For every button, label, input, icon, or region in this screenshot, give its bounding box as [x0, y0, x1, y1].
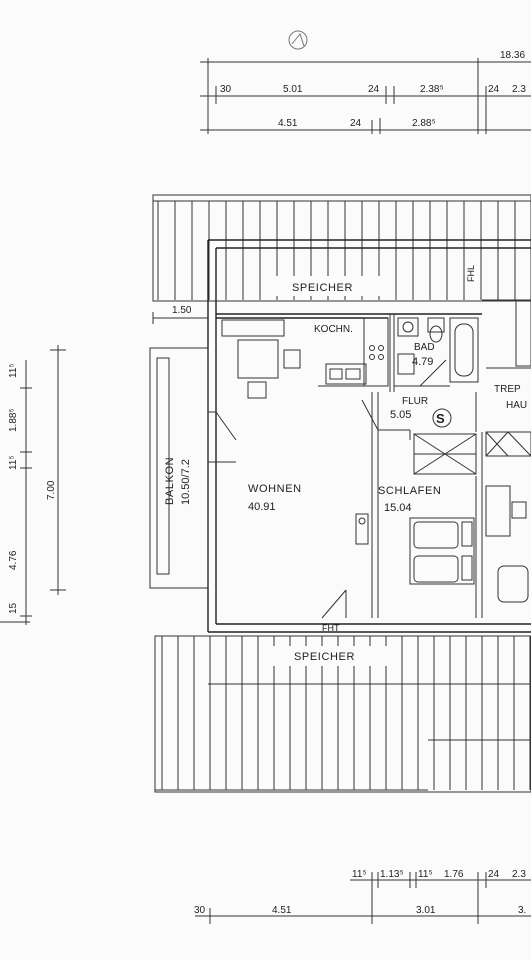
dim-bottom-115a: 11⁵ — [352, 869, 367, 880]
dim-bottom-30: 30 — [194, 905, 206, 916]
wardrobe — [413, 433, 477, 475]
balcony — [149, 312, 209, 589]
stair-mark: S — [436, 411, 445, 426]
wohnen-area: 40.91 — [248, 501, 276, 513]
flur-label: FLUR — [402, 396, 428, 407]
left-dimension-lines — [0, 345, 66, 625]
balkon-label: BALKON — [164, 457, 176, 505]
dim-left-115b: 11⁵ — [8, 455, 19, 470]
treppe-label: TREP — [494, 384, 521, 395]
dim-bottom-115b: 11⁵ — [418, 869, 433, 880]
haus-label: HAU — [506, 400, 527, 411]
bad-label: BAD — [414, 342, 435, 353]
dim-bottom-451: 4.51 — [272, 905, 292, 916]
dim-top-23: 2.3 — [512, 84, 526, 95]
wohnen-label: WOHNEN — [248, 483, 302, 495]
roof-top — [152, 194, 531, 302]
dim-left-15: 15 — [8, 602, 19, 614]
dim-left-476: 4.76 — [8, 550, 19, 570]
speicher-top-label-bg — [266, 276, 392, 296]
dim-left-115a: 11⁵ — [8, 363, 19, 378]
speicher-top-label: SPEICHER — [292, 282, 353, 294]
dim-top-2885: 2.88⁵ — [412, 118, 436, 129]
schlafen-label: SCHLAFEN — [378, 485, 441, 497]
schlafen-area: 15.04 — [384, 502, 412, 514]
top-dimension-lines — [200, 58, 531, 134]
bedroom — [355, 432, 483, 618]
dim-top-24b: 24 — [488, 84, 500, 95]
dim-bottom-176: 1.76 — [444, 869, 464, 880]
speicher-bottom-label-bg — [266, 646, 392, 666]
dim-bottom-1135: 1.13⁵ — [380, 869, 404, 880]
balcony-door — [208, 411, 237, 463]
dim-bottom-301: 3.01 — [416, 905, 436, 916]
dim-left-700: 7.00 — [46, 480, 57, 500]
dim-top-451: 4.51 — [278, 118, 298, 129]
dim-top-30: 30 — [220, 84, 232, 95]
bottom-dimension-lines — [195, 872, 531, 924]
dim-overall-top: 18.36 — [500, 50, 525, 61]
dim-top-24a: 24 — [368, 84, 380, 95]
kochn-label: KOCHN. — [314, 324, 353, 335]
dim-top-501: 5.01 — [283, 84, 303, 95]
right-side — [482, 299, 531, 603]
living-room-door — [321, 589, 347, 619]
bathroom — [389, 314, 479, 392]
dim-top-2385: 2.38⁵ — [420, 84, 444, 95]
dim-bottom-3: 3. — [518, 905, 526, 916]
flur-area: 5.05 — [390, 409, 411, 421]
fhl-label: FHL — [466, 265, 476, 282]
balkon-area: 10.50/7.2 — [180, 459, 192, 505]
pin-mark — [288, 30, 308, 50]
kitchen — [221, 317, 389, 399]
balcony-offset-dim: 1.50 — [172, 305, 192, 316]
left-dimension-labels: 11⁵ 1.88⁵ 11⁵ 4.76 15 7.00 — [8, 363, 57, 614]
dim-bottom-23: 2.3 — [512, 869, 526, 880]
hallway — [361, 392, 477, 618]
bad-area: 4.79 — [412, 356, 433, 368]
outer-walls — [207, 239, 531, 633]
dim-left-1885: 1.88⁵ — [8, 408, 19, 432]
dim-top-24c: 24 — [350, 118, 362, 129]
fht-label: FHT — [322, 623, 340, 633]
speicher-bottom-label: SPEICHER — [294, 651, 355, 663]
dim-bottom-24: 24 — [488, 869, 500, 880]
